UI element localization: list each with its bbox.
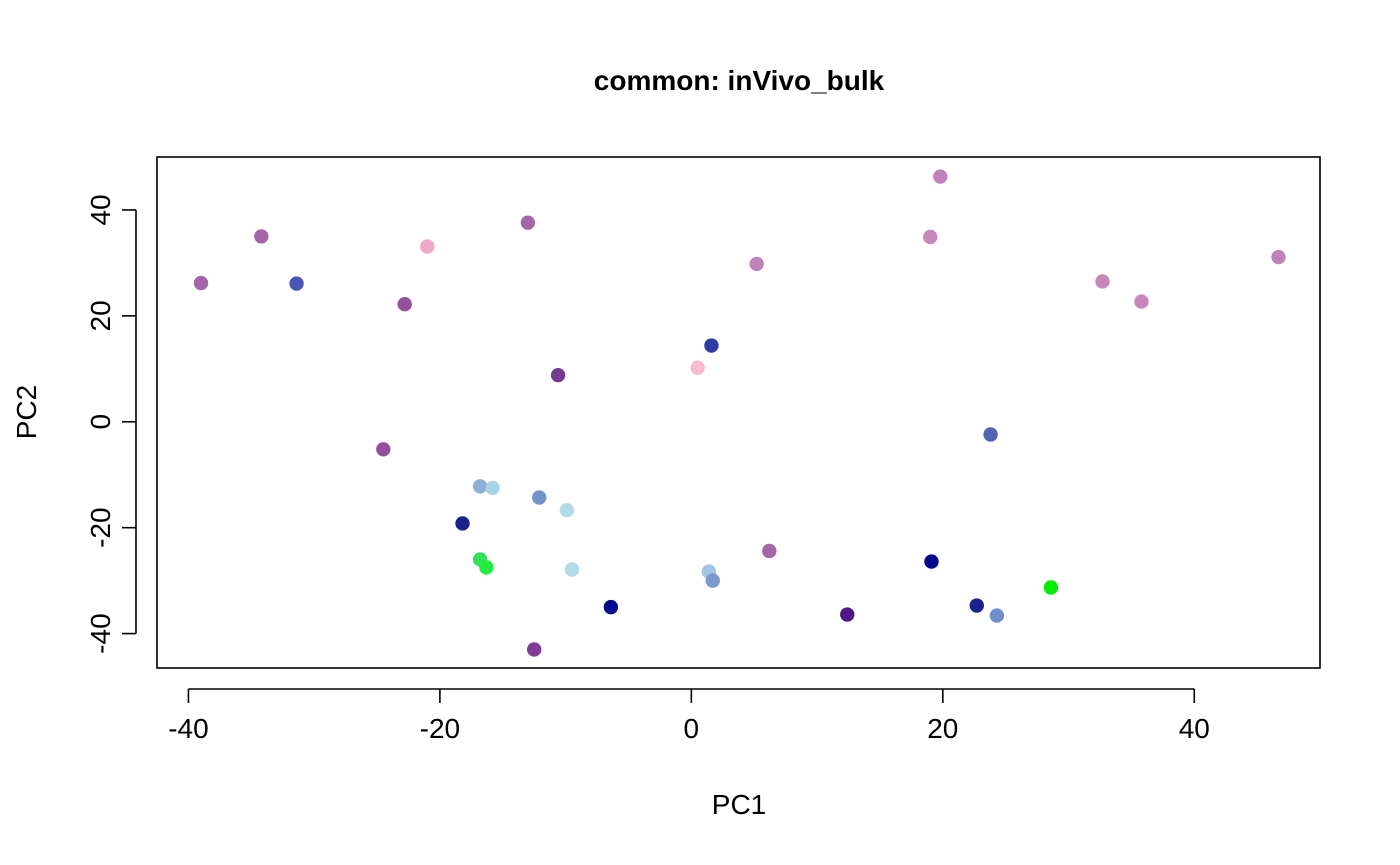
data-point xyxy=(705,573,720,588)
data-point xyxy=(532,490,547,505)
x-tick-label: -40 xyxy=(168,713,208,744)
data-point xyxy=(485,480,500,496)
y-axis: -40 -20 0 20 40 xyxy=(85,194,137,654)
data-point xyxy=(1271,249,1286,265)
data-point xyxy=(289,276,304,291)
data-points xyxy=(193,169,1286,657)
data-point xyxy=(969,598,984,613)
x-axis-label: PC1 xyxy=(712,789,766,820)
data-point xyxy=(983,427,998,442)
data-point xyxy=(376,442,391,457)
data-point xyxy=(1043,580,1059,595)
data-point xyxy=(924,554,939,569)
data-point xyxy=(455,516,470,531)
data-point xyxy=(472,479,488,494)
data-point xyxy=(690,360,705,375)
data-point xyxy=(550,367,566,383)
y-tick-label: -40 xyxy=(85,613,116,653)
y-axis-label: PC2 xyxy=(11,385,42,439)
data-point xyxy=(193,275,209,291)
data-point xyxy=(420,239,435,254)
x-tick-label: 0 xyxy=(684,713,700,744)
data-point xyxy=(397,297,412,312)
x-axis: -40 -20 0 20 40 xyxy=(168,688,1210,744)
data-point xyxy=(840,607,855,622)
data-point xyxy=(989,608,1005,623)
chart-title: common: inVivo_bulk xyxy=(594,65,885,96)
data-point xyxy=(520,215,536,230)
data-point xyxy=(559,502,575,518)
data-point xyxy=(254,229,269,244)
x-tick-label: -20 xyxy=(420,713,460,744)
data-point xyxy=(479,560,494,575)
data-point xyxy=(564,562,580,577)
data-point xyxy=(603,599,619,615)
data-point xyxy=(762,543,777,559)
data-point xyxy=(704,338,719,353)
y-tick-label: 40 xyxy=(85,194,116,225)
data-point xyxy=(1095,274,1110,289)
y-tick-label: 20 xyxy=(85,300,116,331)
data-point xyxy=(526,642,542,657)
y-tick-label: 0 xyxy=(85,414,116,430)
data-point xyxy=(749,256,764,272)
x-tick-label: 20 xyxy=(927,713,958,744)
data-point xyxy=(923,229,938,245)
x-tick-label: 40 xyxy=(1179,713,1210,744)
y-tick-label: -20 xyxy=(85,507,116,547)
data-point xyxy=(933,169,948,184)
plot-area xyxy=(156,156,1321,669)
data-point xyxy=(1134,294,1149,309)
